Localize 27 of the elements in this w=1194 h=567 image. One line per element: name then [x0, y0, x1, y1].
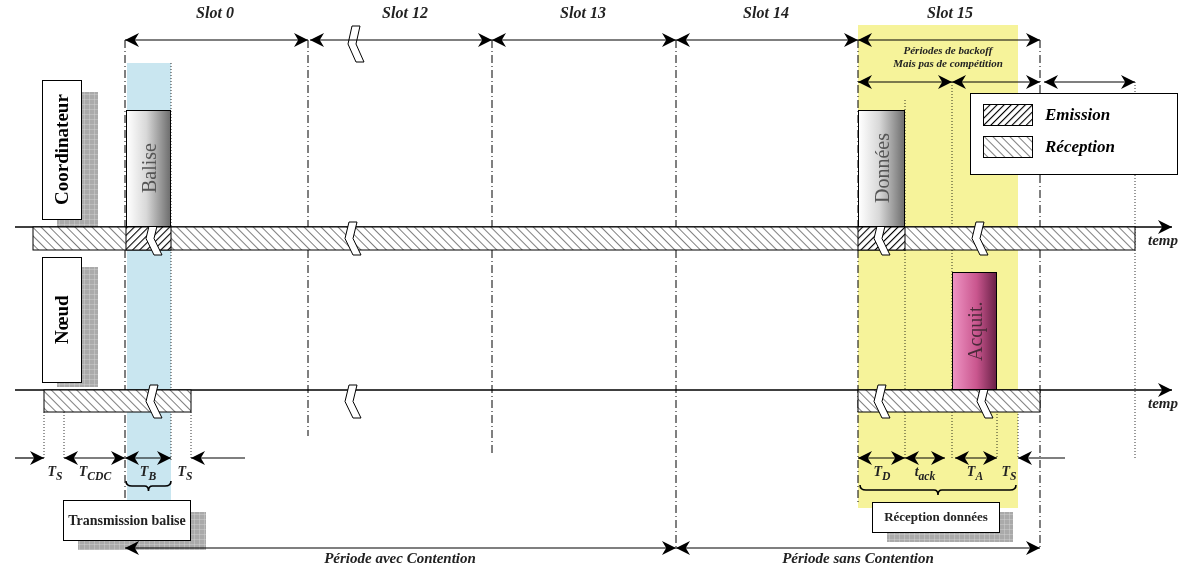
- axis-label: temp: [1148, 232, 1178, 250]
- duration-label: T$_{D}$: [873, 464, 891, 484]
- packet-block: Balise: [126, 110, 171, 227]
- duration-label: t$_{ack}$: [914, 464, 936, 484]
- duration-label: T$_{S}$: [47, 464, 63, 484]
- label-box: Réception données: [872, 502, 1000, 533]
- caption-text: Périodes de backoff Mais pas de compétition: [892, 44, 1004, 70]
- packet-block: Données: [858, 110, 905, 227]
- duration-label: T$_{CDC}$: [78, 464, 112, 484]
- legend-label: Réception: [1045, 137, 1115, 157]
- period-label: Période avec Contention: [324, 550, 476, 567]
- period-label: Période sans Contention: [782, 550, 934, 567]
- vertical-label-box: Coordinateur: [42, 80, 82, 220]
- slot-label: Slot 14: [743, 4, 789, 23]
- label-box: Transmission balise: [63, 500, 191, 541]
- legend-label: Emission: [1045, 105, 1111, 125]
- duration-label: T$_{S}$: [1001, 464, 1017, 484]
- axis-label: temp: [1148, 395, 1178, 413]
- duration-label: T$_{B}$: [139, 464, 157, 484]
- slot-label: Slot 12: [382, 4, 428, 23]
- duration-label: T$_{S}$: [177, 464, 193, 484]
- vertical-label-box: Nœud: [42, 257, 82, 383]
- slot-label: Slot 13: [560, 4, 606, 23]
- slot-label: Slot 0: [196, 4, 234, 23]
- slot-label: Slot 15: [927, 4, 973, 23]
- duration-label: T$_{A}$: [966, 464, 984, 484]
- packet-block: Acquit.: [952, 272, 997, 390]
